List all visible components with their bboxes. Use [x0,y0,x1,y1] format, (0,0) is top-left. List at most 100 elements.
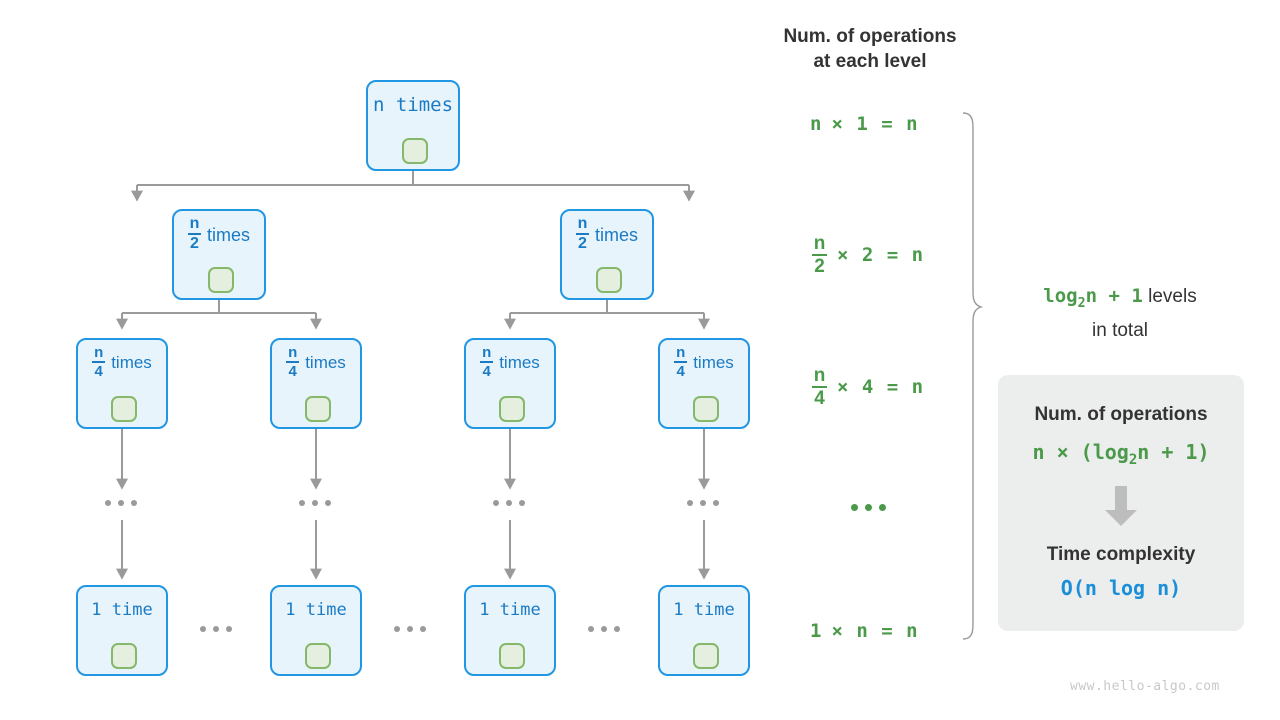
node-unit: time [111,600,153,620]
fraction-numerator: n [189,215,200,232]
leaf-ellipsis-3 [588,626,620,632]
tree-node-label: n 4 times [78,345,166,379]
node-count: 1 [673,600,684,620]
summary-complexity-heading: Time complexity [1046,544,1196,565]
node-fraction: n 4 [674,344,688,380]
node-unit: times [693,353,734,372]
tree-node-last-3[interactable]: 1 time [464,585,556,676]
tree-node-label: 1 time [78,597,166,623]
levels-brace [962,112,984,640]
node-count: 1 [285,600,296,620]
tree-node-label: n 2 times [174,216,264,252]
leaf-ellipsis-2 [394,626,426,632]
tree-node-level3-2[interactable]: n 4 times [270,338,362,429]
tree-node-last-1[interactable]: 1 time [76,585,168,676]
node-fraction: n 4 [480,345,494,380]
watermark: www.hello-algo.com [1070,679,1220,694]
operations-row-level2: n 2 × 2 = n [812,234,925,276]
operation-box [596,267,622,293]
formula-rest: × n = n [831,620,919,642]
formula-lead: n [810,113,822,135]
operations-ellipsis [851,504,886,511]
node-count: 1 [479,600,490,620]
tree-node-label: 1 time [466,597,554,623]
levels-total-caption: log2n + 1 levels in total [1000,283,1240,344]
formula-fraction: n 2 [812,234,827,276]
tree-node-level3-4[interactable]: n 4 times [658,338,750,429]
formula-rest: × 2 = n [837,244,925,266]
tree-node-label: n 4 times [466,345,554,379]
levels-formula: log2n + 1 [1043,285,1143,311]
formula-lead: 1 [810,620,822,642]
operation-box [111,643,137,669]
operations-title-line1: Num. of operations [783,26,957,47]
summary-operations-formula: n × (log2n + 1) [1032,440,1210,468]
fraction-bar [812,386,827,388]
tree-ellipsis-col3 [493,500,525,506]
tree-ellipsis-col4 [687,500,719,506]
fraction-denominator: 2 [814,256,825,277]
fraction-denominator: 4 [676,363,685,380]
summary-operations-heading: Num. of operations [1034,404,1208,425]
tree-node-label: n times [368,92,458,118]
formula-rest: × 1 = n [831,113,919,135]
tree-node-label: n 4 times [660,345,748,379]
node-unit: times [305,353,346,372]
fraction-numerator: n [577,215,588,232]
fraction-numerator: n [676,344,686,361]
tree-node-label: n 4 times [272,345,360,379]
node-unit: times [111,353,152,372]
operation-box [111,396,137,422]
node-unit: times [499,353,540,372]
tree-node-level2-1[interactable]: n 2 times [172,209,266,300]
node-unit: time [693,600,735,620]
leaf-ellipsis-1 [200,626,232,632]
levels-text-after: levels [1142,286,1197,307]
node-unit: time [499,600,541,620]
tree-node-label: n 2 times [562,216,652,252]
operations-column-title: Num. of operations at each level [754,24,986,74]
node-fraction: n 4 [286,344,300,379]
operation-box [208,267,234,293]
fraction-bar [575,233,589,235]
fraction-bar [92,361,106,363]
summary-complexity-value: O(n log n) [1060,576,1182,600]
tree-node-level3-3[interactable]: n 4 times [464,338,556,429]
operation-box [305,643,331,669]
node-fraction: n 2 [575,215,589,252]
tree-node-last-4[interactable]: 1 time [658,585,750,676]
fraction-bar [812,254,827,256]
tree-ellipsis-col2 [299,500,331,506]
node-count: 1 [91,600,102,620]
node-fraction: n 4 [92,344,106,380]
tree-node-level2-2[interactable]: n 2 times [560,209,654,300]
node-unit: times [395,94,454,116]
node-unit: times [594,224,638,245]
summary-box: Num. of operations n × (log2n + 1) Time … [998,375,1244,631]
fraction-bar [480,361,494,363]
operations-row-last: 1 × n = n [810,617,919,645]
fraction-denominator: 4 [482,363,491,380]
fraction-denominator: 4 [94,363,103,380]
fraction-numerator: n [94,344,104,361]
node-count: n [372,94,385,116]
tree-ellipsis-col1 [105,500,137,506]
tree-node-label: 1 time [272,597,360,623]
node-fraction: n 2 [187,215,201,252]
formula-fraction: n 4 [812,366,827,408]
operations-row-level3: n 4 × 4 = n [812,366,924,408]
node-unit: times [206,224,250,245]
tree-node-level1-1[interactable]: n times [366,80,460,171]
levels-caption-line2: in total [1092,319,1148,341]
operation-box [499,396,525,422]
tree-node-level3-1[interactable]: n 4 times [76,338,168,429]
operation-box [693,396,719,422]
fraction-numerator: n [813,233,826,254]
fraction-numerator: n [288,344,298,361]
operation-box [305,396,331,422]
tree-node-label: 1 time [660,597,748,623]
fraction-bar [674,361,688,363]
node-unit: time [305,600,347,620]
tree-node-last-2[interactable]: 1 time [270,585,362,676]
